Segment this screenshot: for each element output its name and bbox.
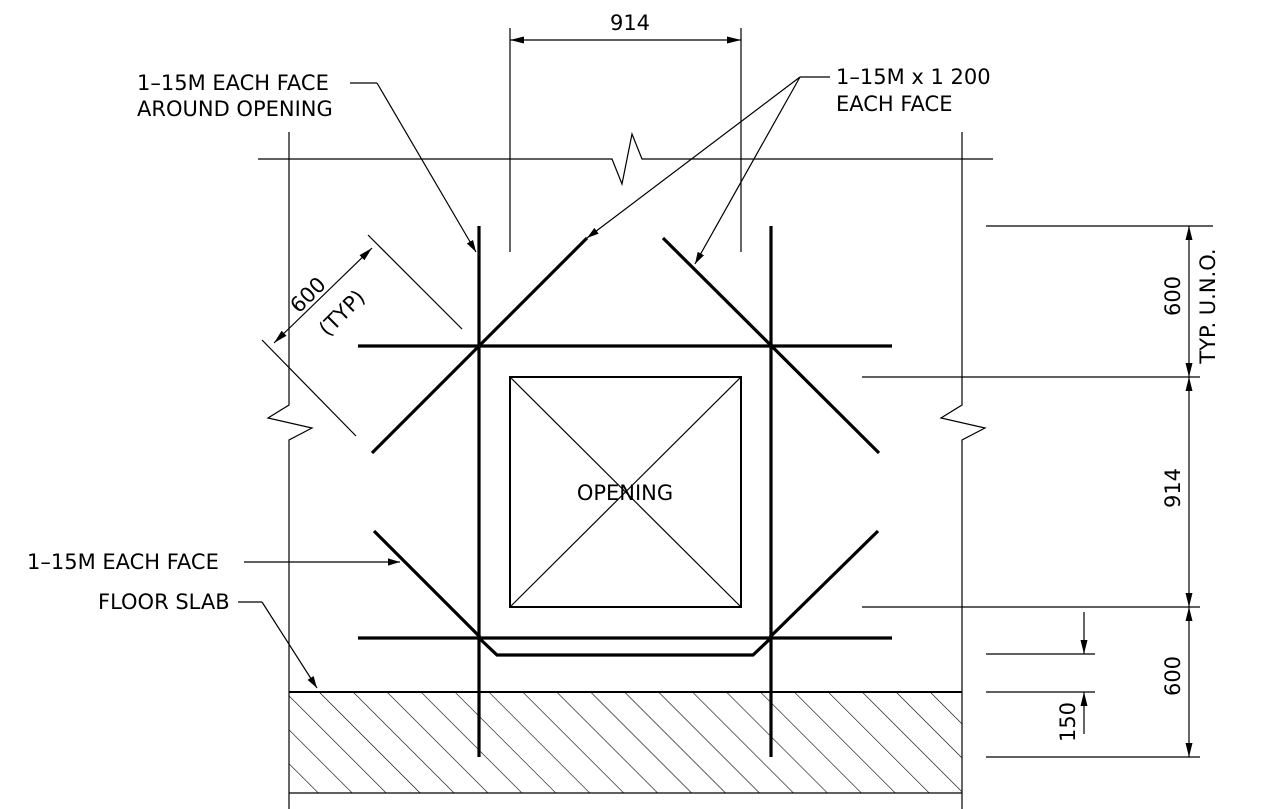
opening: OPENING [509, 376, 742, 608]
small-dimension: 150 [986, 612, 1095, 742]
diag-dim-text: 600 [285, 272, 330, 317]
wall-outline [258, 131, 993, 809]
callout-each-face-text: 1–15M EACH FACE [27, 550, 219, 574]
diagonal-bar-top-right [661, 236, 881, 455]
callout-x1200-line2: EACH FACE [836, 92, 952, 116]
callout-x1200-line1: 1–15M x 1 200 [836, 65, 991, 89]
callout-around-line2: AROUND OPENING [137, 97, 333, 121]
top-dimension: 914 [509, 11, 742, 252]
diagonal-bar-bottom-right [768, 529, 880, 639]
right-dim-bottom-text: 600 [1161, 656, 1185, 696]
bent-bar-bottom [477, 636, 773, 657]
diagonal-bar-bottom-left [372, 529, 482, 639]
floor-slab [289, 691, 962, 794]
right-dimensions: 600 TYP. U.N.O. 914 600 [862, 225, 1220, 758]
small-dim-text: 150 [1056, 702, 1080, 742]
reinforcing-bars [358, 226, 892, 757]
right-dim-note: TYP. U.N.O. [1196, 248, 1220, 364]
callout-floor-slab: FLOOR SLAB [98, 590, 318, 689]
diagonal-bar-top-left [370, 236, 589, 455]
opening-label: OPENING [577, 481, 673, 505]
top-dim-text: 914 [610, 11, 650, 35]
callout-around-opening: 1–15M EACH FACE AROUND OPENING [137, 71, 477, 253]
callout-floor-slab-text: FLOOR SLAB [98, 590, 230, 614]
callout-x1200: 1–15M x 1 200 EACH FACE [586, 65, 991, 265]
callout-around-line1: 1–15M EACH FACE [137, 71, 329, 95]
right-dim-mid-text: 914 [1161, 468, 1185, 508]
right-dim-top-text: 600 [1161, 276, 1185, 316]
diagonal-dimension: 600 (TYP) [261, 234, 463, 437]
callout-each-face: 1–15M EACH FACE [27, 550, 400, 574]
